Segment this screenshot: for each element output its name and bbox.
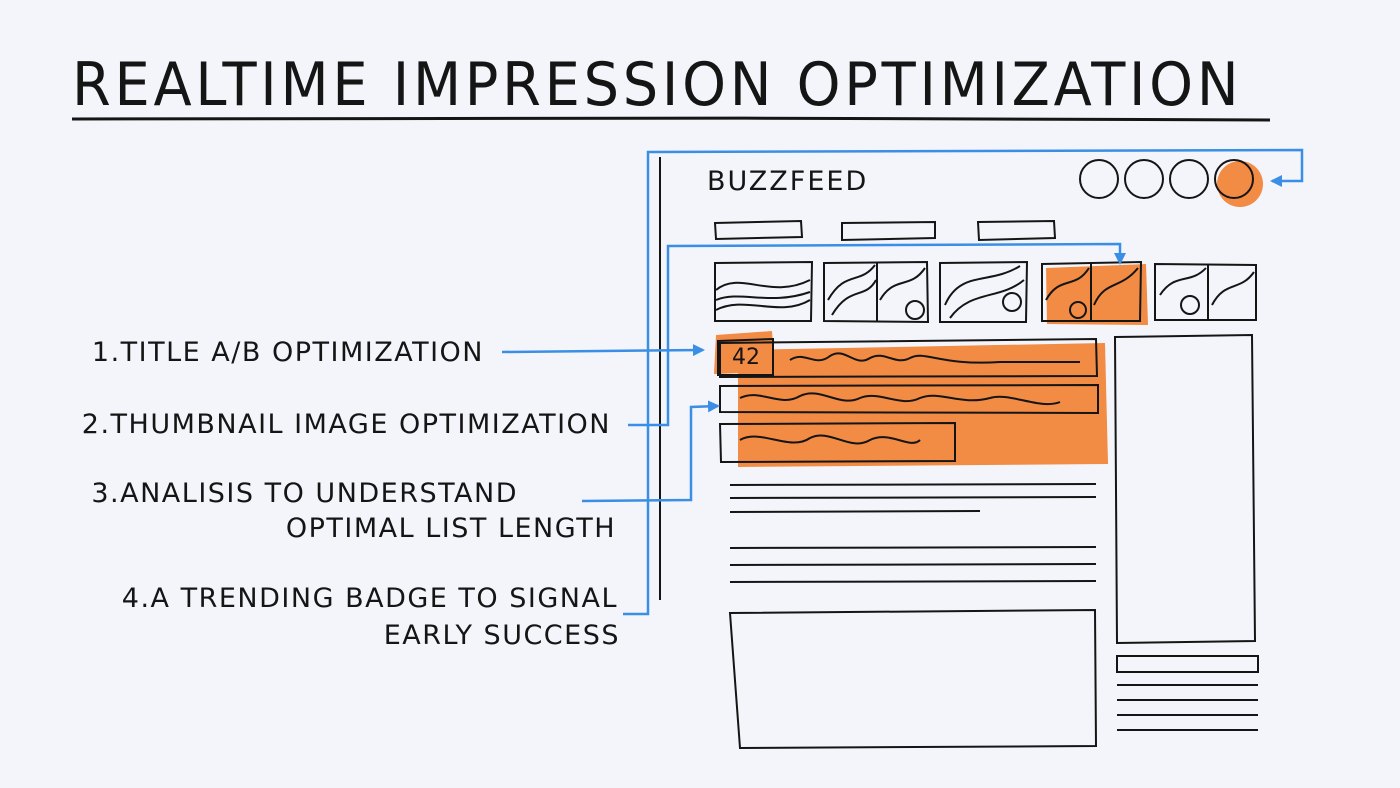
annotation-arrows [501,148,1304,616]
arrow-title-ab [501,344,705,357]
annotation-thumbnail: 2.THUMBNAIL IMAGE OPTIMIZATION [81,409,611,440]
nav-bars [713,219,1057,242]
circle-icon [1214,159,1254,199]
headline-scribble [739,392,1061,406]
annotation-analysis-line2: OPTIMAL LIST LENGTH [285,513,616,544]
thumbnail-image [823,260,930,324]
headline-boxes [717,337,1099,464]
thumbnail-image [714,260,814,322]
sidebar-box [1113,333,1257,645]
page-title: REALTIME IMPRESSION OPTIMIZATION [72,50,1243,120]
thumbnail-highlight [1046,264,1148,325]
thumbnail-image [939,260,1029,323]
arrow-thumbnail [628,242,1126,427]
thumbnail-image [1154,262,1257,321]
nav-bar [976,219,1057,242]
list-count-badge: 42 [732,345,760,370]
headline-box [719,337,1099,379]
thumbnail-row [714,260,1257,324]
badge-box [717,337,774,376]
orange-highlights [714,161,1263,467]
annotation-analysis-line1: 3.ANALISIS TO UNDERSTAND [91,478,518,509]
headline-scribble [739,434,921,445]
content-box [728,608,1098,750]
thumbnail-image [1041,260,1143,322]
body-text-lines [729,483,1097,583]
nav-bar [713,219,804,241]
headline-box [719,383,1099,415]
title-underline [71,116,1271,122]
avatar-circles [1079,159,1254,199]
sidebar-bar [1116,655,1259,673]
circle-icon [1079,159,1119,199]
annotation-trending-line2: EARLY SUCCESS [383,620,620,651]
circle-icon [1124,159,1164,199]
headline-box [718,421,956,464]
annotation-title-ab: 1.TITLE A/B OPTIMIZATION [91,337,484,368]
avatar-highlight [1217,161,1263,207]
circle-icon [1169,159,1209,199]
headline-scribble [789,352,1080,364]
arrow-analysis [581,400,720,503]
arrow-trending [623,148,1304,616]
mockup-brand-logo: BUZZFEED [707,166,869,197]
sidebar [1113,333,1259,731]
annotation-trending-line1: 4.A TRENDING BADGE TO SIGNAL [121,583,618,614]
nav-bar [841,220,936,242]
